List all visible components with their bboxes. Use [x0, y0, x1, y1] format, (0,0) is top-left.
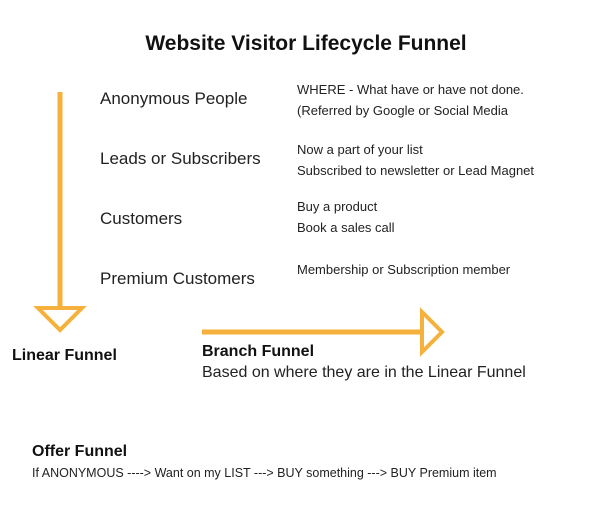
stage-premium-customers: Premium Customers — [100, 269, 255, 288]
stage-detail: Book a sales call — [297, 220, 395, 235]
stage-leads-subscribers: Leads or Subscribers — [100, 149, 261, 168]
branch-funnel-label: Branch Funnel — [202, 343, 315, 360]
branch-arrow-head — [420, 307, 445, 357]
offer-funnel-sequence: If ANONYMOUS ----> Want on my LIST ---> … — [32, 466, 497, 480]
stage-detail: Now a part of your list — [297, 142, 423, 157]
stage-detail: (Referred by Google or Social Media — [297, 103, 508, 118]
stage-premium-details: Membership or Subscription member — [297, 259, 510, 280]
linear-arrow-head — [33, 306, 87, 333]
stage-anonymous-details: WHERE - What have or have not done. (Ref… — [297, 79, 524, 121]
branch-funnel-description: Based on where they are in the Linear Fu… — [202, 364, 526, 381]
stage-detail: Buy a product — [297, 199, 378, 214]
offer-funnel-label: Offer Funnel — [32, 443, 128, 460]
stage-customers-details: Buy a product Book a sales call — [297, 196, 395, 238]
stage-anonymous-people: Anonymous People — [100, 89, 248, 108]
stage-detail: Membership or Subscription member — [297, 262, 511, 277]
stage-detail: Subscribed to newsletter or Lead Magnet — [297, 163, 535, 178]
page-title: Website Visitor Lifecycle Funnel — [145, 32, 467, 55]
stage-detail: WHERE - What have or have not done. — [297, 82, 524, 97]
stage-leads-details: Now a part of your list Subscribed to ne… — [297, 139, 534, 181]
linear-funnel-label: Linear Funnel — [12, 347, 117, 364]
stage-customers: Customers — [100, 209, 183, 228]
